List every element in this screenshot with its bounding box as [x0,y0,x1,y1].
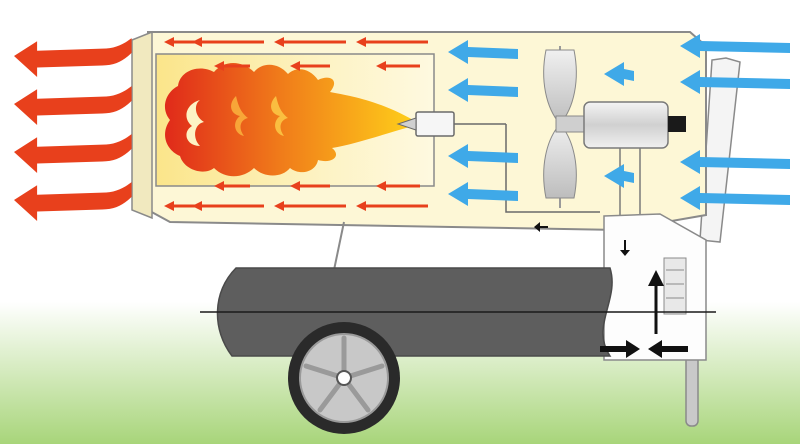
cold-air-arrow [680,70,790,94]
cold-air-arrow [680,186,790,210]
wheel-icon [288,322,400,434]
cold-air-arrow [604,164,634,188]
cold-air-arrow [448,40,518,64]
hot-air-arrow [214,181,224,191]
cold-air-arrow [680,150,790,174]
hot-air-outlet-arrows [14,38,132,221]
hot-air-arrow [274,37,284,47]
hot-air-arrow [14,86,132,125]
hot-air-internal-arrows [164,37,428,211]
hot-air-arrow [192,201,202,211]
cold-air-arrow [448,144,518,168]
hot-air-arrow [192,37,202,47]
flame-icon [164,63,420,177]
hot-air-arrow [290,61,300,71]
cold-air-arrow [604,62,634,86]
cold-air-arrow [680,34,790,58]
hot-air-arrow [356,201,366,211]
motor-icon [583,101,686,280]
fan-icon [543,46,585,208]
hot-air-arrow [14,38,132,77]
hot-air-arrow [14,134,132,173]
cold-air-arrow [448,182,518,206]
cold-air-arrow [448,78,518,102]
hot-air-arrow [290,181,300,191]
hot-air-arrow [214,61,224,71]
hot-air-arrow [14,182,132,221]
hot-air-arrow [376,181,386,191]
hot-air-arrow [164,37,174,47]
stand-post [333,221,345,271]
hot-air-arrow [356,37,366,47]
hot-air-arrow [164,201,174,211]
hot-air-arrow [376,61,386,71]
hot-air-arrow [274,201,284,211]
cold-air-inlet-arrows [680,34,790,210]
cold-air-internal-arrows [448,40,634,206]
fuel-flow-arrows [534,222,688,358]
